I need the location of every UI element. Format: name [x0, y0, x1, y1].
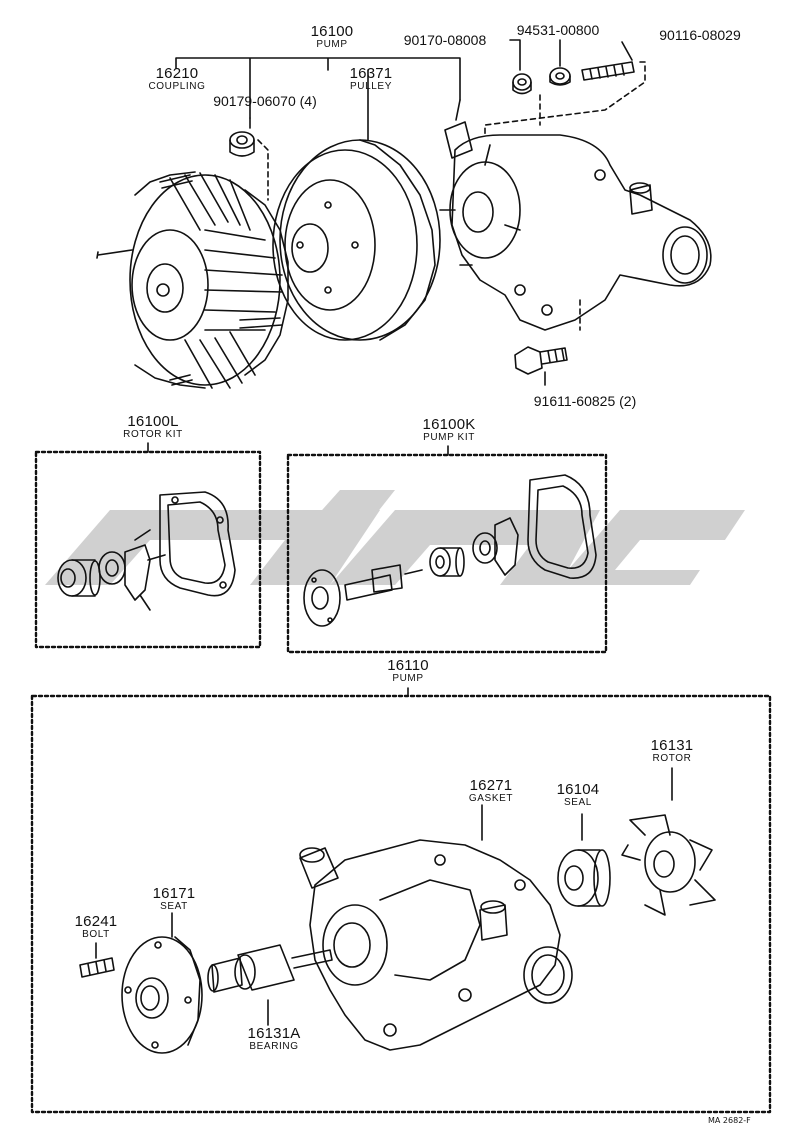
label-rotor-caption: ROTOR	[652, 753, 692, 764]
label-bearing: 16131A BEARING	[236, 1026, 312, 1052]
label-pump-top-caption: PUMP	[316, 39, 348, 50]
label-part-91611: 91611-60825 (2)	[533, 393, 637, 409]
label-bolt-number: 16241	[74, 913, 118, 930]
label-pulley-caption: PULLEY	[350, 81, 392, 92]
label-pump-assy: 16110 PUMP	[368, 658, 448, 684]
label-pump-kit-caption: PUMP KIT	[423, 432, 475, 443]
label-pump-top: 16100 PUMP	[292, 24, 372, 50]
label-coupling-caption: COUPLING	[148, 81, 206, 92]
label-bearing-caption: BEARING	[249, 1041, 299, 1052]
label-rotor: 16131 ROTOR	[640, 738, 704, 764]
bearing-part	[207, 944, 333, 1026]
label-part-90116: 90116-08029	[659, 27, 741, 43]
seat-part	[121, 912, 203, 1054]
label-seal-caption: SEAL	[564, 797, 592, 808]
label-pump-assy-caption: PUMP	[392, 673, 424, 684]
label-rotor-kit-caption: ROTOR KIT	[123, 429, 183, 440]
label-gasket-caption: GASKET	[468, 793, 514, 804]
label-gasket-number: 16271	[469, 777, 513, 794]
rotor-kit-box	[34, 450, 262, 649]
label-rotor-number: 16131	[650, 737, 694, 754]
coupling-part	[96, 171, 289, 389]
label-bolt-caption: BOLT	[82, 929, 110, 940]
rotor-part	[621, 767, 716, 916]
label-coupling-number: 16210	[155, 65, 199, 82]
label-bolt-90179: 90179-06070 (4)	[213, 93, 317, 109]
label-pump-top-number: 16100	[310, 23, 354, 40]
label-pump-kit: 16100K PUMP KIT	[404, 417, 494, 443]
pulley-part	[272, 69, 441, 341]
label-pump-assy-number: 16110	[387, 657, 429, 674]
label-seat-caption: SEAT	[160, 901, 188, 912]
label-seat: 16171 SEAT	[144, 886, 204, 912]
nut-90179-part	[229, 131, 269, 201]
fasteners-top	[484, 39, 646, 136]
bolt-91611-part	[514, 346, 568, 386]
watermark-logo	[45, 490, 745, 585]
label-rotor-kit: 16100L ROTOR KIT	[108, 414, 198, 440]
label-part-94531: 94531-00800	[516, 22, 600, 38]
pump-kit-parts	[303, 474, 597, 627]
label-bolt: 16241 BOLT	[64, 914, 128, 940]
label-rotor-kit-number: 16100L	[127, 413, 179, 430]
label-pump-kit-number: 16100K	[422, 416, 476, 433]
label-part-90170: 90170-08008	[403, 32, 487, 48]
label-coupling: 16210 COUPLING	[138, 66, 216, 92]
water-pump-top-part	[439, 121, 712, 331]
bolt-16241-part	[79, 942, 115, 978]
label-gasket: 16271 GASKET	[456, 778, 526, 804]
pump-assy-box	[30, 694, 772, 1114]
label-seat-number: 16171	[152, 885, 196, 902]
pump-leader	[175, 57, 461, 119]
pump-kit-box	[286, 453, 608, 654]
diagram-code: MA 2682-F	[708, 1116, 751, 1125]
label-bearing-number: 16131A	[247, 1025, 301, 1042]
label-seal-number: 16104	[556, 781, 600, 798]
seal-part	[557, 813, 611, 907]
label-pulley-number: 16371	[349, 65, 393, 82]
water-pump-bottom-part	[299, 804, 573, 1051]
label-seal: 16104 SEAL	[548, 782, 608, 808]
rotor-kit-parts	[57, 491, 236, 611]
label-pulley: 16371 PULLEY	[336, 66, 406, 92]
